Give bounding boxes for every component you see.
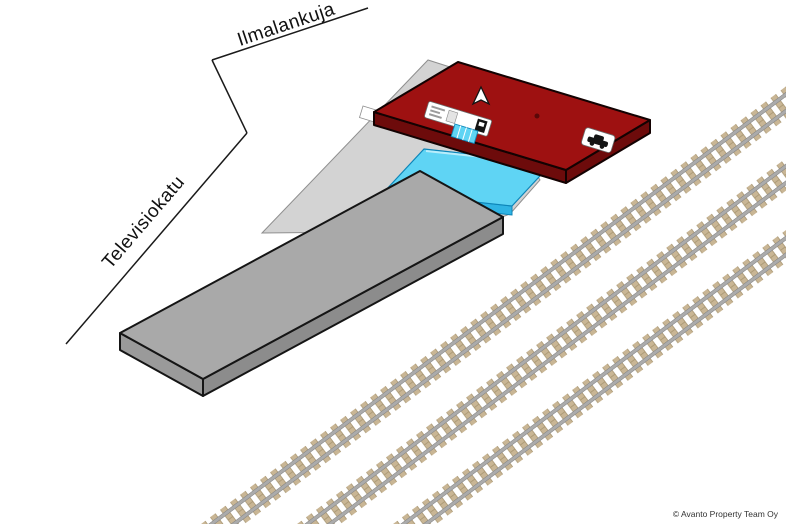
stair-tread: [467, 129, 473, 142]
rail: [382, 45, 786, 524]
rail: [294, 56, 786, 524]
entrance-arrow-icon: [471, 85, 491, 106]
railway-track-2: [284, 42, 786, 524]
micro-text-line: [428, 113, 442, 119]
rail: [286, 45, 786, 524]
gray-building: [119, 170, 504, 397]
building-roof-icons: [424, 85, 616, 153]
red-building-roof: [373, 61, 651, 171]
car-roof: [593, 134, 604, 142]
micro-text-line: [430, 109, 441, 115]
car-wheel: [589, 141, 595, 146]
stair-tread: [456, 125, 462, 139]
rail: [198, 56, 786, 524]
micro-text-line: [431, 105, 446, 112]
ilmalankuja-street-line: [211, 7, 369, 61]
track-bed: [380, 42, 786, 524]
copyright-credit: © Avanto Property Team Oy: [673, 509, 779, 519]
stair-tread: [462, 127, 467, 141]
stairs-icon: [450, 123, 479, 145]
gray-building-roof: [119, 170, 504, 380]
rail: [190, 45, 786, 524]
roof-vent-dot: [534, 113, 540, 119]
rail: [390, 56, 786, 524]
red-building: [373, 61, 651, 184]
truck-windshield: [478, 121, 485, 128]
street-corner-line: [211, 59, 248, 134]
loading-info-panel: [424, 101, 493, 137]
dock-bay-mark: [445, 109, 459, 124]
televisiokatu-street-line: [65, 132, 248, 345]
railway-track-3: [380, 42, 786, 524]
track-bed: [284, 42, 786, 524]
railway-tracks: [188, 42, 786, 524]
car-wheel: [599, 144, 605, 149]
car-icon: [581, 127, 616, 153]
railway-track-1: [188, 42, 786, 524]
track-bed: [188, 42, 786, 524]
